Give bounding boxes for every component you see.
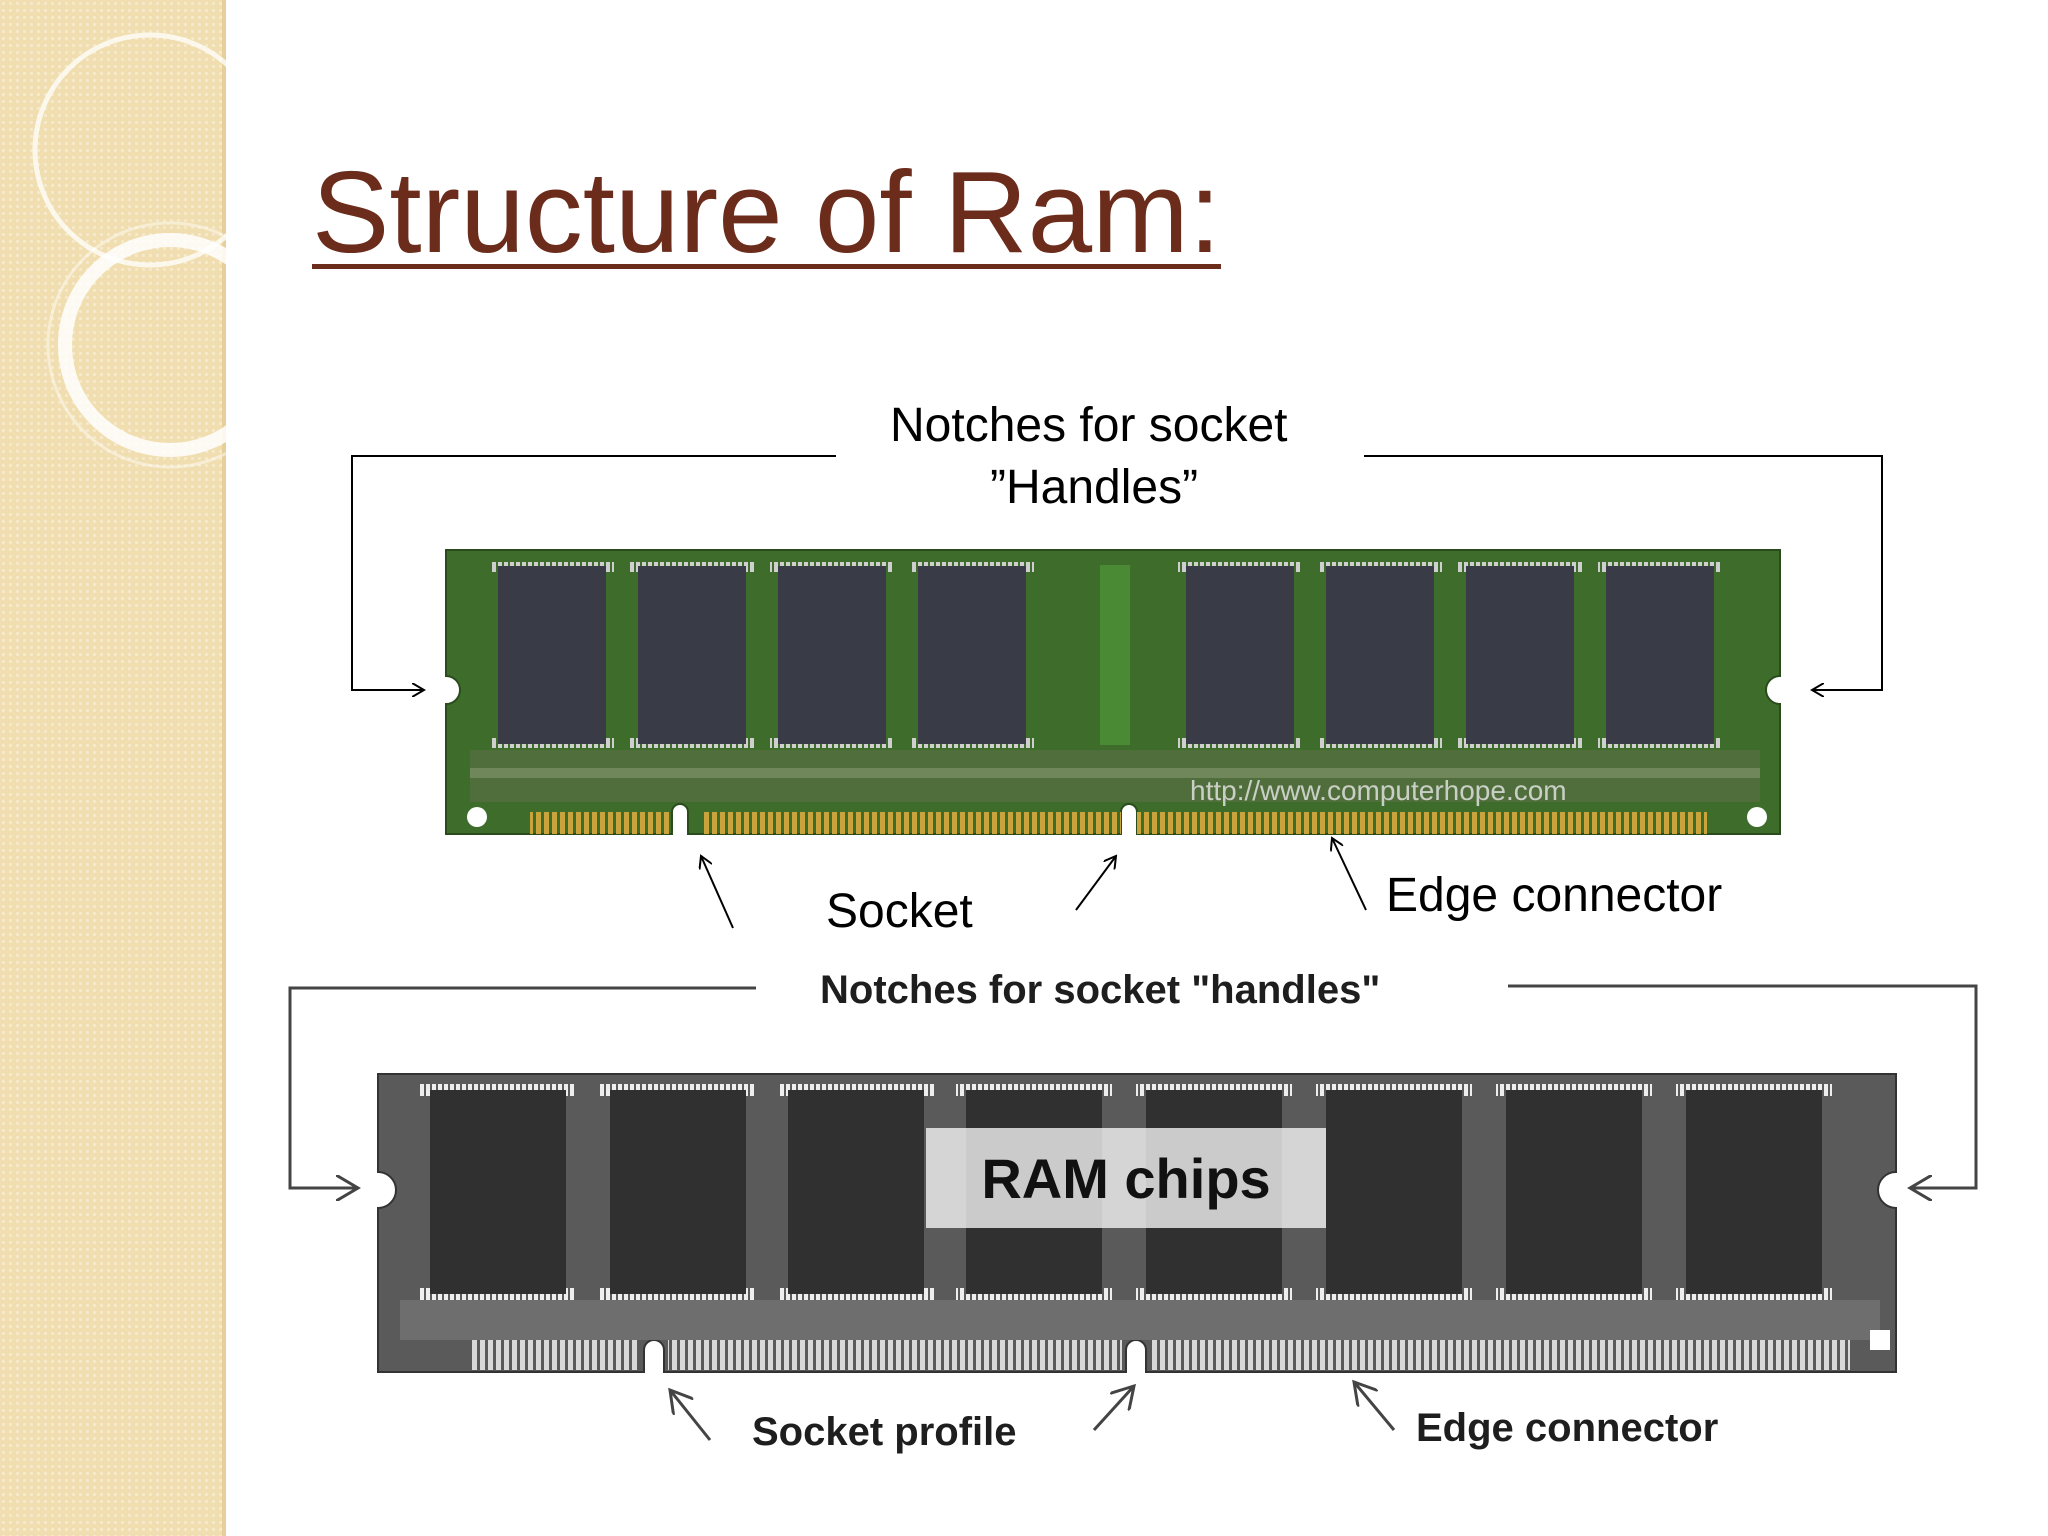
bottom-callout-lines: [288, 984, 1978, 1441]
edge-connector-label: Edge connector: [1386, 869, 1723, 922]
socket-label: Socket: [826, 885, 973, 938]
ram-module-photo: http://www.computerhope.com: [445, 549, 1781, 835]
socket-profile-label: Socket profile: [752, 1410, 1017, 1454]
memory-chips-top: [490, 562, 1722, 748]
memory-chips-bottom: [420, 1084, 1832, 1300]
notch-label-line2: ”Handles”: [990, 461, 1199, 514]
notch-label-bottom: Notches for socket "handles": [820, 968, 1381, 1012]
watermark-text: http://www.computerhope.com: [1190, 775, 1567, 806]
top-callout-lines: [351, 455, 1883, 929]
edge-connector-label-bottom: Edge connector: [1416, 1406, 1719, 1450]
ram-chips-label: RAM chips: [926, 1128, 1326, 1228]
notch-label-line1: Notches for socket: [890, 399, 1288, 452]
sidebar-border: [222, 0, 226, 1536]
slide-title: Structure of Ram:: [312, 147, 1221, 277]
decorative-circles: [32, 32, 294, 469]
